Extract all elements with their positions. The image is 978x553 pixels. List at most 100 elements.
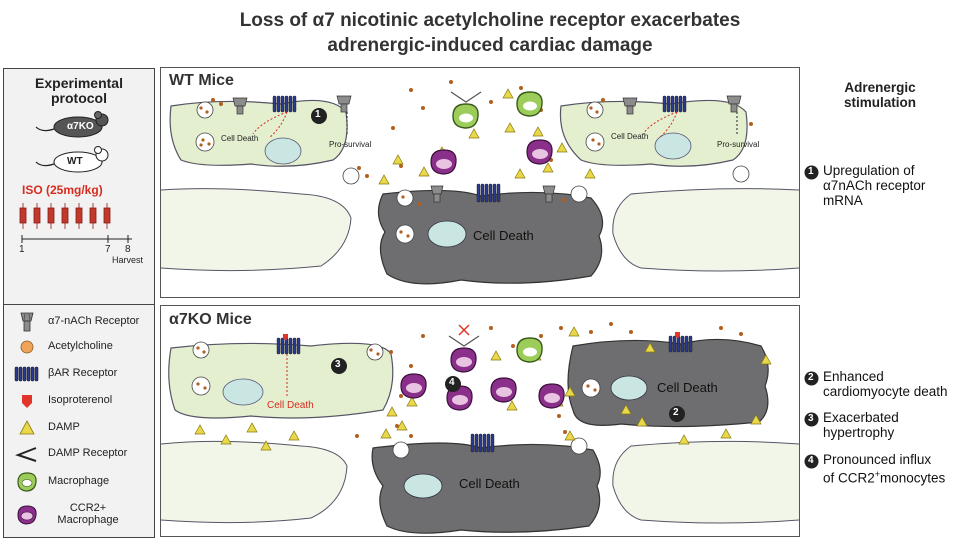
wt-signal-arrows	[252, 111, 738, 139]
wt-faded-cell-right	[612, 188, 799, 272]
ko-mouse-icon	[35, 111, 109, 138]
ko-marker-2-circle	[669, 406, 685, 422]
note-3-line-1: Exacerbated	[823, 410, 899, 425]
ko-marker-3-circle	[331, 358, 347, 374]
damp-receptor-icon	[15, 447, 37, 462]
side-heading-line-2: stimulation	[843, 95, 916, 110]
timeline-harvest: Harvest	[112, 255, 144, 265]
wt-a7-receptors	[232, 95, 742, 203]
note-2-line-2: cardiomyocyte death	[823, 384, 948, 399]
wt-faded-cell-left	[161, 188, 352, 272]
note-2-badge-icon	[804, 371, 819, 386]
timeline-mid: 7	[105, 244, 111, 255]
ko-dying-nucleus-right	[610, 375, 648, 401]
legend-label: βAR Receptor	[48, 367, 118, 379]
ko-marker-4-circle	[445, 376, 461, 392]
wt-pro-survival-left: Pro-survival	[329, 140, 372, 149]
legend-item: βAR Receptor	[4, 363, 154, 385]
timeline-start: 1	[19, 244, 25, 255]
legend-label: Isoproterenol	[48, 394, 113, 406]
wt-nucleus-left	[264, 137, 302, 165]
note-4-line-2b: monocytes	[880, 470, 946, 486]
side-heading-line-1: Adrenergic	[844, 80, 916, 95]
wt-beta-ar-receptors	[272, 95, 687, 203]
wt-marker-1: 1	[315, 109, 321, 120]
legend-item: Macrophage	[4, 471, 154, 493]
protocol-graphic	[19, 111, 132, 243]
wt-dying-nucleus	[427, 220, 467, 248]
ko-vesicles	[191, 341, 601, 459]
legend-item: Isoproterenol	[4, 390, 154, 412]
wt-mouse-icon	[35, 146, 109, 173]
protocol-heading-line-1: Experimental	[35, 75, 123, 91]
ko-beta-ar-receptors	[276, 335, 693, 453]
wt-pro-survival-right: Pro-survival	[717, 140, 760, 149]
ko-blocked-x-icon	[458, 324, 470, 336]
wt-panel-label: WT Mice	[169, 72, 234, 89]
beta-ar-receptor-icon	[14, 366, 39, 382]
damp-icon	[19, 420, 35, 435]
legend-item: α7-nACh Receptor	[4, 311, 154, 333]
note-1-line-3: mRNA	[823, 193, 863, 208]
legend-item: DAMP	[4, 417, 154, 439]
wt-macrophages	[430, 91, 553, 175]
legend-item: CCR2+ Macrophage	[4, 500, 154, 534]
ko-mice-panel: α7KO Mice 3 4 2 Cell Death Cell Death Ce…	[160, 305, 800, 537]
side-note-2: 2 Enhanced cardiomyocyte death	[804, 369, 978, 401]
note-4-superscript: +	[874, 469, 881, 479]
side-note-1: 1 Upregulation of α7nACh receptor mRNA	[804, 163, 978, 211]
protocol-heading: Experimental protocol	[4, 76, 154, 106]
wt-cell-death-large: Cell Death	[473, 228, 534, 243]
legend-box: α7-nACh Receptor Acetylcholine βAR Recep…	[3, 304, 155, 538]
ko-panel-label: α7KO Mice	[169, 311, 252, 328]
side-note-4: 4 Pronounced influx of CCR2+monocytes	[804, 452, 978, 486]
legend-label: Acetylcholine	[48, 340, 113, 352]
title-line-1: Loss of α7 nicotinic acetylcholine recep…	[239, 10, 741, 31]
ko-cell-death-bottom: Cell Death	[459, 476, 520, 491]
wt-mouse-label: WT	[67, 156, 83, 167]
isoproterenol-icon	[22, 395, 32, 408]
figure-title: Loss of α7 nicotinic acetylcholine recep…	[140, 8, 840, 58]
ko-panel-graphic	[161, 322, 799, 534]
ko-isoproterenol-marks	[283, 332, 680, 341]
ko-faded-cell-left	[161, 440, 348, 524]
legend-label: DAMP	[48, 421, 80, 433]
note-1-number: 1	[808, 166, 814, 177]
ko-marker-4: 4	[449, 377, 455, 388]
wt-damp-receptor	[450, 91, 482, 103]
note-4-line-2a: of CCR2	[823, 470, 875, 486]
ko-nucleus-left	[222, 378, 264, 406]
ko-acetylcholine-dots	[196, 322, 743, 438]
legend-label-ccr2-line2: Macrophage	[57, 514, 119, 526]
ccr2-macrophage-icon	[17, 505, 37, 525]
note-1-line-2: α7nACh receptor	[823, 178, 926, 193]
legend-item: Acetylcholine	[4, 336, 154, 358]
ko-marker-3: 3	[335, 359, 341, 370]
note-1-badge-icon	[804, 165, 819, 180]
title-line-2: adrenergic-induced cardiac damage	[327, 35, 653, 56]
note-2-text: Enhanced cardiomyocyte death	[823, 369, 948, 399]
note-4-badge-icon	[804, 454, 819, 469]
note-3-badge-icon	[804, 412, 819, 427]
legend-label: Macrophage	[48, 475, 110, 487]
wt-marker-1-circle	[311, 108, 327, 124]
ko-mouse-label: α7KO	[67, 121, 94, 132]
iso-dose-label: ISO (25mg/kg)	[22, 183, 103, 197]
macrophage-icon	[17, 472, 37, 492]
timeline-axis	[21, 235, 132, 243]
legend-label: α7-nACh Receptor	[48, 315, 140, 327]
timeline-end: 8	[125, 244, 131, 255]
wt-damp-triangles	[378, 88, 596, 185]
side-heading: Adrenergic stimulation	[820, 80, 940, 110]
ko-cell-death-right: Cell Death	[657, 380, 718, 395]
wt-acetylcholine-dots	[199, 80, 753, 238]
ko-damp-receptor	[448, 335, 480, 347]
a7-receptor-icon	[20, 312, 34, 332]
note-4-text: Pronounced influx of CCR2+monocytes	[823, 452, 945, 486]
note-4-number: 4	[808, 455, 814, 466]
note-3-text: Exacerbated hypertrophy	[823, 410, 899, 440]
side-note-3: 3 Exacerbated hypertrophy	[804, 410, 978, 442]
wt-dying-cell	[377, 189, 604, 285]
wt-nucleus-right	[654, 132, 692, 160]
legend-item: DAMP Receptor	[4, 443, 154, 465]
